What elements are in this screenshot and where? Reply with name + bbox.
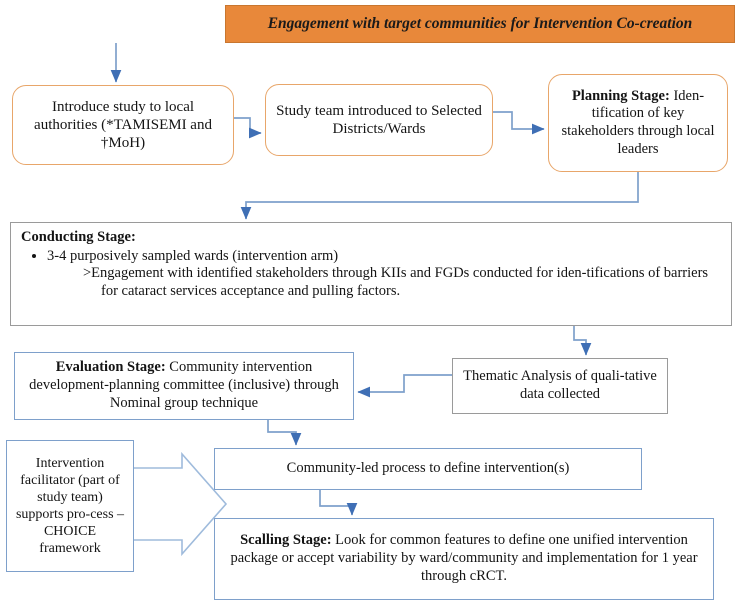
node-thematic-analysis-label: Thematic Analysis of quali-tative data c… [463, 368, 657, 402]
node-intervention-facilitator[interactable]: Intervention facilitator (part of study … [6, 440, 134, 572]
node-conducting-stage-subtext: >Engagement with identified stakeholders… [83, 265, 709, 300]
node-evaluation-stage[interactable]: Evaluation Stage: Community intervention… [14, 352, 354, 420]
connector-evaluation-to-communityled [267, 420, 302, 446]
connector-studyteam-to-planning [493, 111, 545, 135]
block-arrow-right-icon [134, 451, 228, 557]
node-conducting-stage-bullet: 3-4 purposively sampled wards (intervent… [47, 248, 721, 266]
node-evaluation-stage-label: Evaluation Stage: [55, 359, 166, 376]
node-planning-stage-text: Iden-tification of key stakeholders thro… [561, 87, 715, 157]
node-study-team-introduced[interactable]: Study team introduced to Selected Distri… [265, 84, 493, 156]
node-community-led-process-label: Community-led process to define interven… [286, 460, 570, 477]
node-conducting-stage[interactable]: Conducting Stage: 3-4 purposively sample… [10, 222, 732, 326]
node-evaluation-stage-content: Evaluation Stage: Community intervention… [15, 359, 353, 412]
connector-planning-to-conducting [240, 172, 639, 220]
node-scalling-stage-label: Scalling Stage: [240, 532, 332, 549]
header-banner-label: Engagement with target communities for I… [267, 14, 693, 32]
node-conducting-stage-bullet-list: 3-4 purposively sampled wards (intervent… [21, 248, 721, 266]
connector-conducting-to-thematic [573, 326, 592, 356]
connector-thematic-to-evaluation [357, 374, 452, 398]
node-study-team-introduced-label: Study team introduced to Selected Distri… [276, 102, 482, 137]
node-scalling-stage-content: Scalling Stage: Look for common features… [215, 532, 713, 585]
node-scalling-stage[interactable]: Scalling Stage: Look for common features… [214, 518, 714, 600]
node-evaluation-stage-text: Community intervention development-plann… [29, 359, 339, 411]
node-planning-stage-label: Planning Stage: [571, 87, 670, 104]
header-banner: Engagement with target communities for I… [225, 5, 735, 43]
node-conducting-stage-label: Conducting Stage: [21, 229, 136, 245]
node-community-led-process[interactable]: Community-led process to define interven… [214, 448, 642, 490]
node-planning-stage-content: Planning Stage: Iden-tification of key s… [549, 88, 727, 159]
connector-communityled-to-scalling [319, 490, 358, 516]
node-scalling-stage-text: Look for common features to define one u… [230, 532, 698, 584]
node-introduce-study[interactable]: Introduce study to local authorities (*T… [12, 85, 234, 165]
node-planning-stage[interactable]: Planning Stage: Iden-tification of key s… [548, 74, 728, 172]
node-intervention-facilitator-label: Intervention facilitator (part of study … [15, 455, 125, 557]
node-introduce-study-label: Introduce study to local authorities (*T… [34, 98, 212, 152]
connector-introduce-to-studyteam [234, 117, 262, 139]
node-thematic-analysis[interactable]: Thematic Analysis of quali-tative data c… [452, 358, 668, 414]
